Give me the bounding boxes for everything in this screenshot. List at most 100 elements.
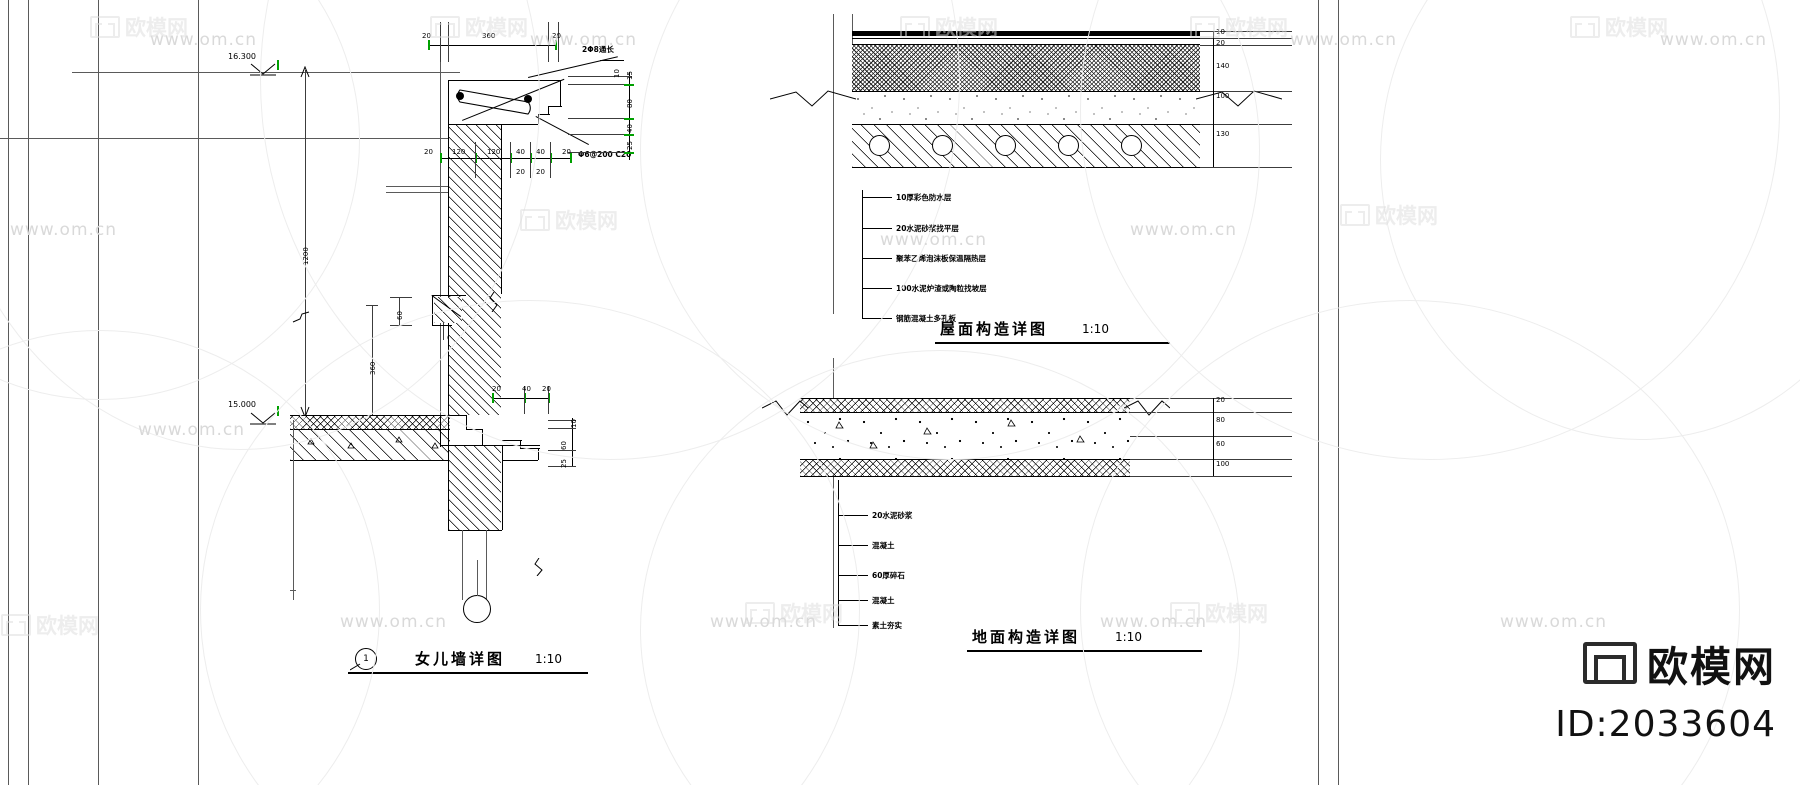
level-triangle-top <box>250 63 276 76</box>
bubble-leader <box>477 560 478 596</box>
rebar-dot <box>456 92 464 100</box>
dim-line-vertical <box>372 305 373 415</box>
lower-step <box>538 448 539 460</box>
lower-wall-left <box>448 415 449 530</box>
dim-tick <box>555 40 557 50</box>
break-symbol-left <box>770 90 856 107</box>
sofa-icon <box>1 614 31 636</box>
dim-tick <box>510 153 512 163</box>
wall-line <box>440 417 441 447</box>
roof-layer-label-5: 钢筋混凝土多孔板 <box>896 314 956 323</box>
watermark-logo-text: 欧模网 <box>36 614 99 638</box>
break-symbol-right <box>1124 400 1170 416</box>
floor-callout-leader <box>838 515 868 516</box>
dim-right-40: 40 <box>626 124 634 133</box>
floor-dim-60: 60 <box>1216 440 1225 448</box>
dim-tick <box>530 153 532 163</box>
drip-step <box>538 114 550 115</box>
floor-callout-spine <box>838 480 839 625</box>
dim-mid-40b: 40 <box>536 148 545 156</box>
ledge-hatch <box>434 297 462 323</box>
dim-tick <box>366 305 378 306</box>
dim-bot-40: 40 <box>522 385 531 393</box>
watermark-logo: 欧模网 <box>430 12 528 42</box>
roof-insulation-layer <box>852 45 1200 91</box>
slab-line <box>290 429 450 430</box>
lower-step <box>520 448 540 449</box>
rebar-note-stirrup: Φ6@200 C20 <box>578 150 632 159</box>
drip-step <box>538 114 539 124</box>
ext-line <box>510 142 511 178</box>
floor-layer-line <box>800 412 1130 413</box>
ledge-line <box>432 295 433 325</box>
dim-mid-120b: 120 <box>487 148 501 156</box>
dim-mid-120a: 120 <box>452 148 466 156</box>
section-bubble <box>463 595 491 623</box>
ref-line <box>293 420 294 600</box>
roof-dim-line <box>1213 31 1214 167</box>
roof-callout-leader <box>862 288 892 289</box>
leader-line <box>600 60 624 61</box>
watermark-arc <box>200 300 860 785</box>
roof-layer-line <box>852 124 1200 125</box>
dim-tick <box>524 393 526 403</box>
lower-step <box>502 440 522 441</box>
drip-step <box>548 106 562 107</box>
wall-edge-right <box>501 124 502 294</box>
roof-dim-20: 20 <box>1216 39 1225 47</box>
watermark-logo: 欧模网 <box>1570 12 1668 42</box>
slab-screed-hatch <box>290 416 450 429</box>
dim-tick <box>492 393 494 403</box>
dim-line-botright <box>572 418 573 466</box>
roof-callout-leader <box>862 197 892 198</box>
slab-line <box>440 445 540 446</box>
watermark-url-text: www.om.cn <box>1660 30 1768 50</box>
parapet-scale: 1:10 <box>535 652 562 666</box>
floor-callout-leader <box>838 600 868 601</box>
break-symbol-left <box>762 400 808 416</box>
slab-bottom-line <box>290 460 450 461</box>
sofa-icon <box>90 16 120 38</box>
dim-line-vertical <box>305 70 306 415</box>
watermark-logo: 欧模网 <box>90 12 188 42</box>
roof-dim-10: 10 <box>1216 28 1225 36</box>
watermark-logo: 欧模网 <box>1 610 99 640</box>
roof-hollow-slab-layer <box>852 125 1200 167</box>
dim-line-right <box>629 72 630 160</box>
watermark-logo-text: 欧模网 <box>1605 16 1668 40</box>
level-triangle-slab <box>250 412 276 425</box>
dim-bot-20a: 20 <box>492 385 501 393</box>
ext-line <box>475 142 476 178</box>
ext-line <box>1130 436 1292 437</box>
dim-right-15: 15 <box>626 71 634 80</box>
floor-callout-leader <box>838 625 868 626</box>
watermark-url-text: www.om.cn <box>1500 612 1608 632</box>
dim-top-360: 360 <box>482 32 496 40</box>
floor-concrete-layer <box>800 413 1130 459</box>
dim-60-left: 60 <box>396 311 404 320</box>
concrete-symbol-group <box>307 436 439 449</box>
floor-layer-label-3: 60厚碎石 <box>872 571 905 580</box>
watermark-arc <box>0 0 360 400</box>
lower-wall-hatch <box>449 446 501 530</box>
floor-top-line <box>800 398 1130 399</box>
ext-line <box>1130 398 1292 399</box>
roof-callout-stem <box>833 160 834 190</box>
roof-callout-leader <box>862 318 892 319</box>
title-underline <box>348 672 588 674</box>
roof-title: 屋面构造详图 <box>940 320 1049 338</box>
roof-layer-label-1: 10厚彩色防水层 <box>896 193 952 202</box>
ext-line <box>448 22 449 62</box>
roof-callout-spine <box>862 295 863 319</box>
leader-line <box>535 116 589 146</box>
dim-botright-25: 25 <box>560 459 568 468</box>
roof-layer-label-3: 聚苯乙烯泡沫板保温隔热层 <box>896 254 986 263</box>
dim-tick <box>624 152 634 154</box>
ext-line <box>524 386 525 414</box>
reference-line <box>98 0 99 785</box>
watermark-url-text: www.om.cn <box>10 220 118 240</box>
sofa-icon <box>430 16 460 38</box>
dim-top-20a: 20 <box>422 32 431 40</box>
dim-right-25: 25 <box>626 141 634 150</box>
slab-step <box>482 429 483 445</box>
